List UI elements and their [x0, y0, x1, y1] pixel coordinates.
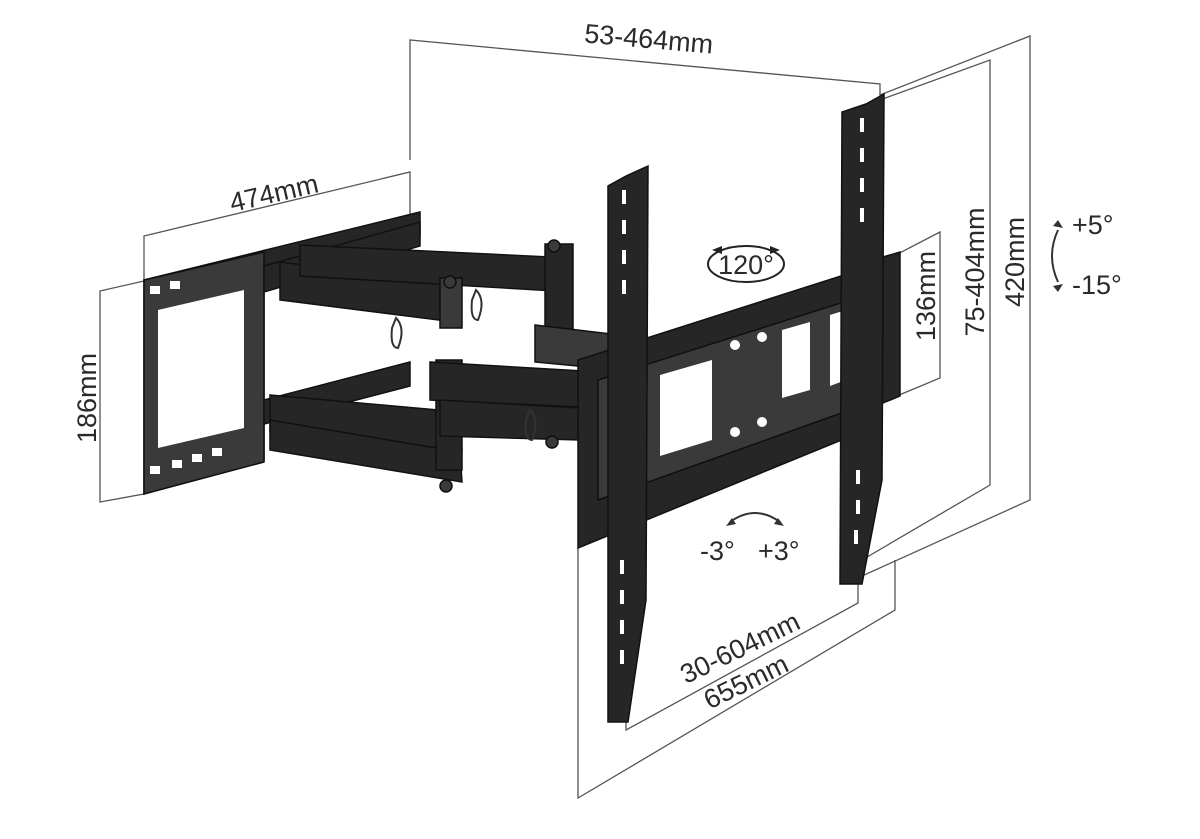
rotation-left-label: -3°	[700, 536, 735, 566]
tilt-arc-icon	[1051, 229, 1059, 283]
rotation-right-label: +3°	[758, 536, 800, 566]
rotation-arc-icon	[729, 512, 781, 523]
vertical-bracket-right	[839, 92, 885, 585]
tv-bracket-height-label: 420mm	[1000, 217, 1030, 307]
wall-plate	[143, 211, 421, 495]
swivel-angle-label: 120°	[718, 250, 774, 280]
swivel-arrows-icon	[707, 245, 785, 283]
tilt-down-label: -15°	[1072, 270, 1122, 300]
vertical-bracket-left	[607, 164, 649, 723]
swivel-arrow-left-icon	[712, 246, 722, 254]
tv-plate-height-label: 136mm	[911, 251, 941, 341]
swivel-indicator: 120°	[707, 245, 785, 283]
safety-pins	[390, 288, 537, 442]
articulating-arms	[269, 239, 621, 493]
tilt-up-label: +5°	[1072, 210, 1114, 240]
tilt-indicator: +5° -15°	[1051, 210, 1122, 300]
dimension-lines	[99, 35, 1031, 800]
tv-plate	[577, 250, 901, 550]
vesa-vertical-label: 75-404mm	[960, 207, 990, 336]
wall-plate-height-label: 186mm	[72, 353, 102, 443]
arm-extension-label: 53-464mm	[583, 18, 714, 59]
wall-plate-width-label: 474mm	[227, 168, 321, 217]
swivel-arrow-right-icon	[770, 246, 780, 254]
rotation-indicator: -3° +3°	[700, 512, 800, 566]
